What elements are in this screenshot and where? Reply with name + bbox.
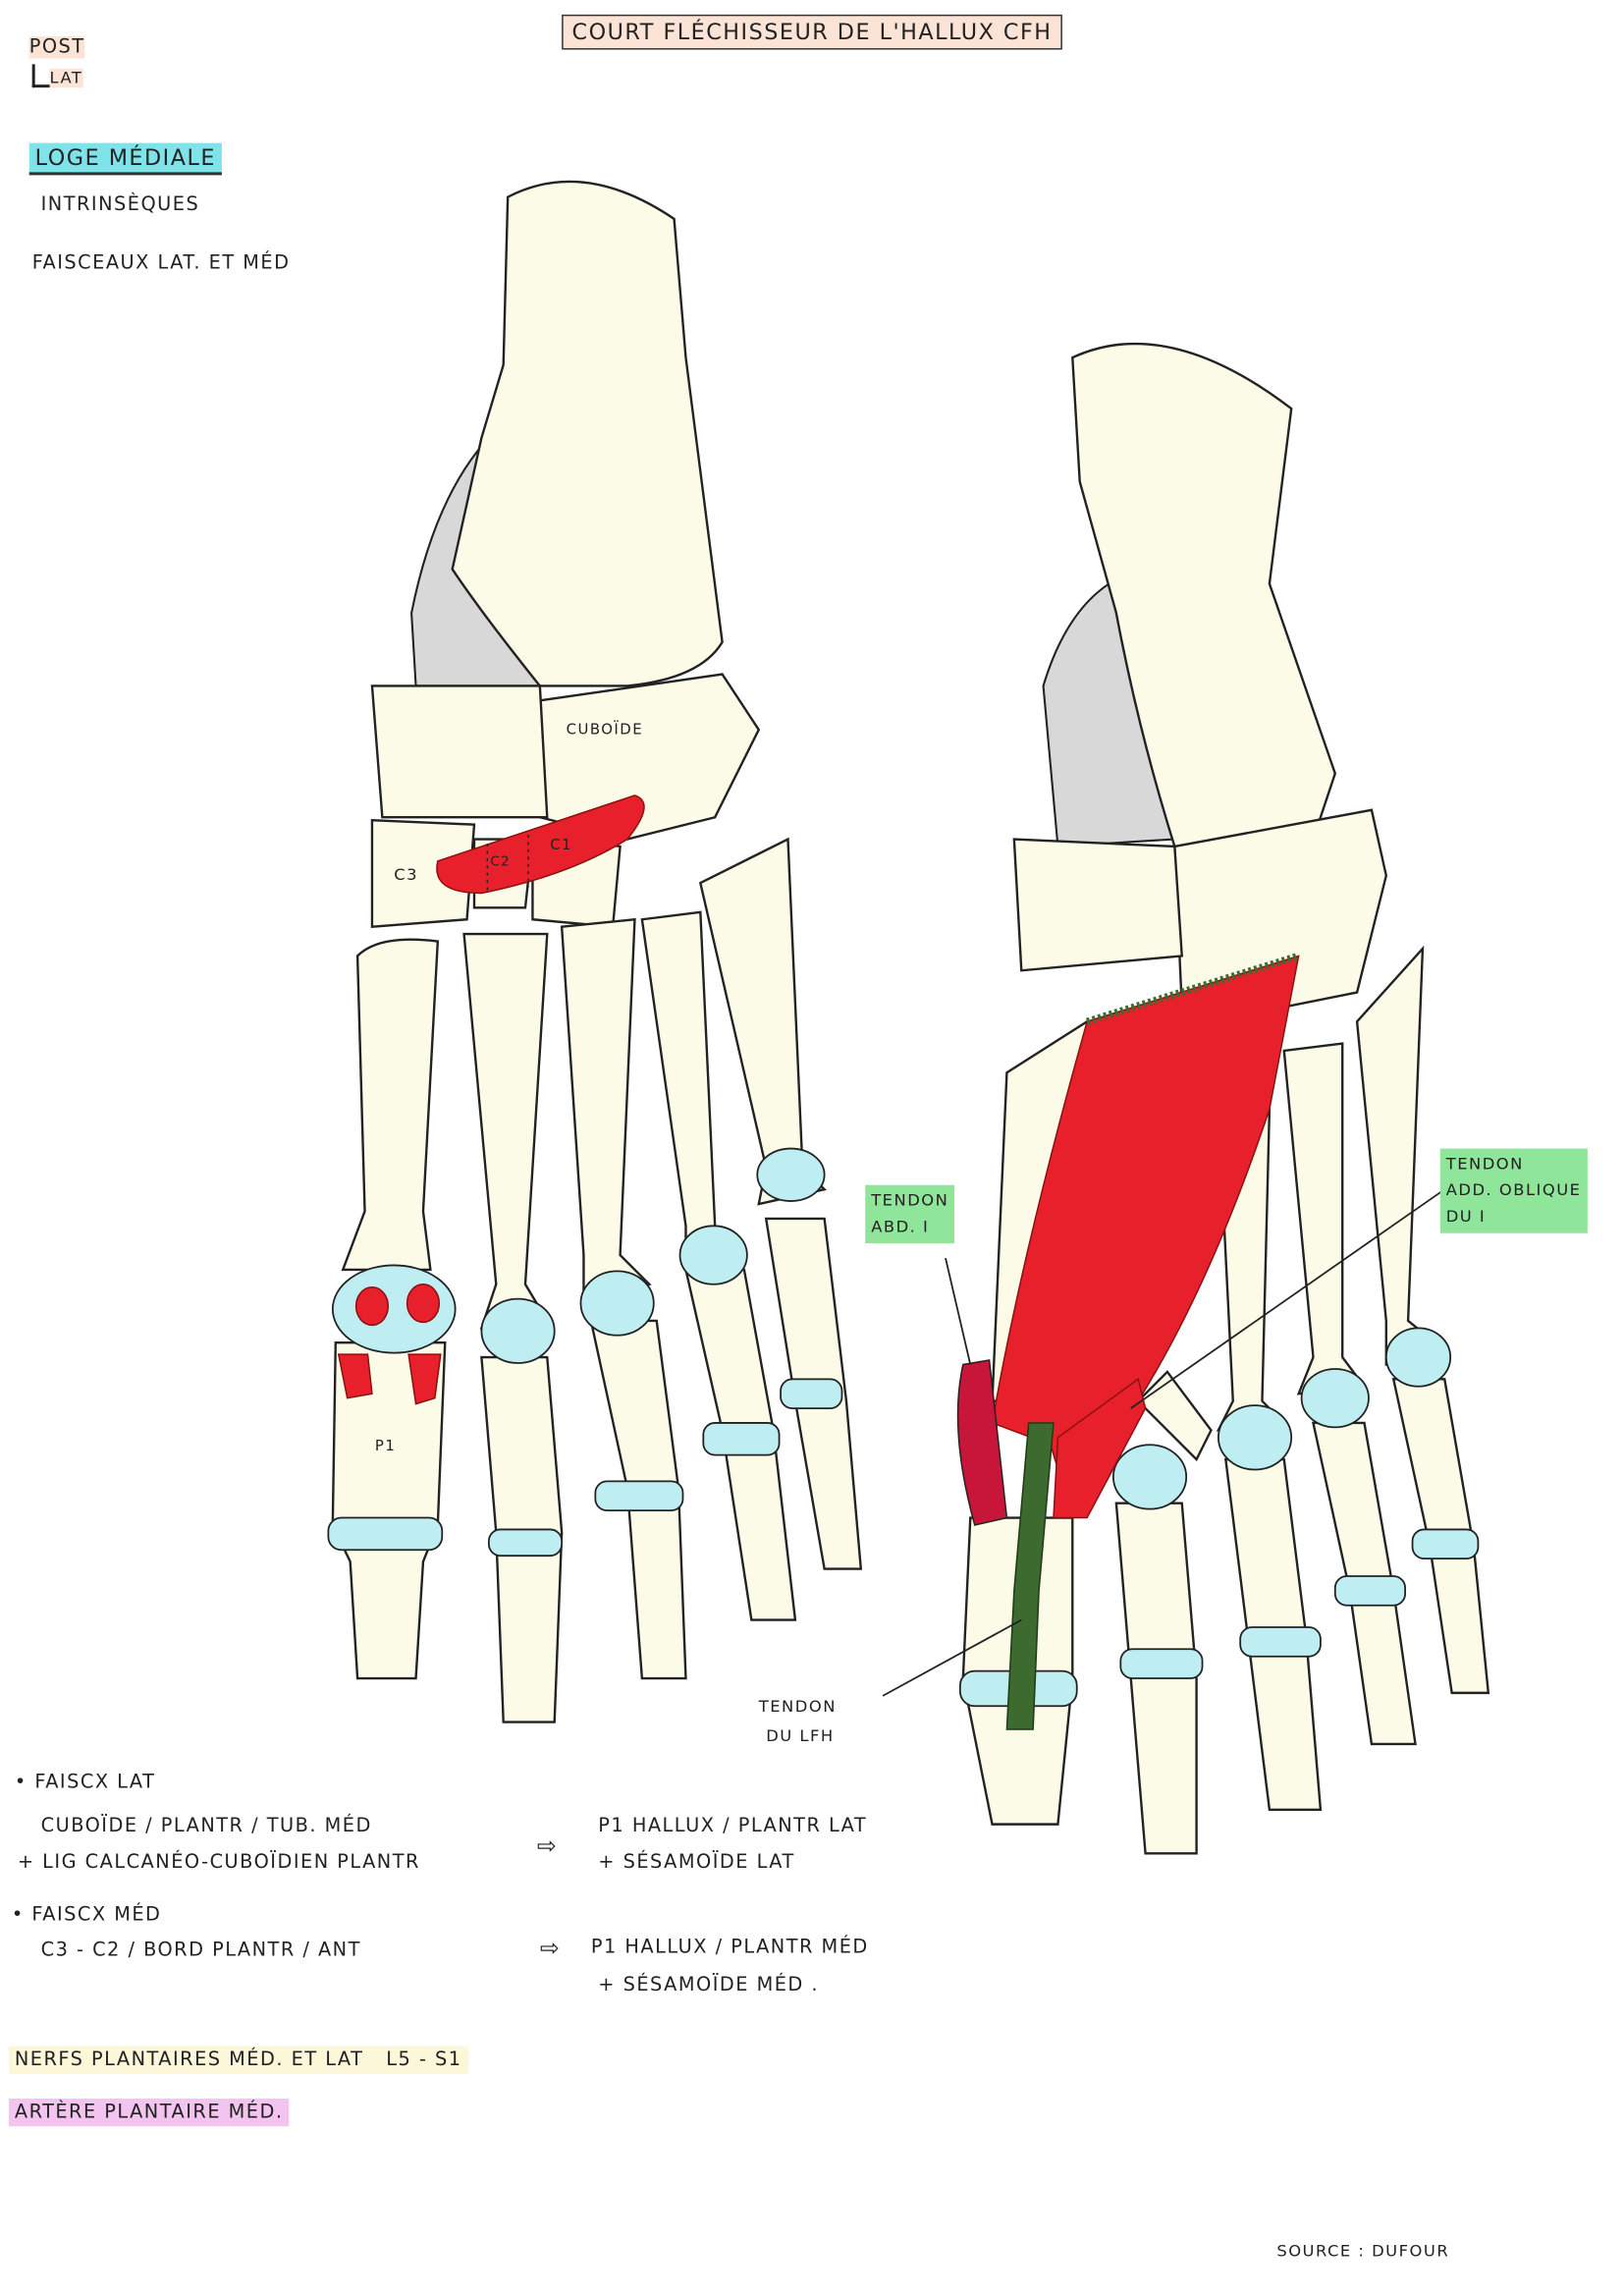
court-flechisseur-muscle bbox=[956, 952, 1300, 1730]
med-origin-1: C3 - C2 / BORD PLANTR / ANT bbox=[40, 1940, 361, 1962]
label-line: DU I bbox=[1445, 1207, 1487, 1227]
med-bundle-title-text: FAISCX MÉD bbox=[31, 1904, 162, 1927]
label-p1: P1 bbox=[374, 1439, 397, 1455]
left-foot-skeleton bbox=[327, 180, 863, 1723]
lat-terminal-2: + SÉSAMOÏDE LAT bbox=[598, 1851, 795, 1875]
orientation-axis-icon bbox=[31, 64, 50, 88]
label-line: TENDON bbox=[1445, 1154, 1524, 1174]
source-credit: SOURCE : DUFOUR bbox=[1276, 2241, 1450, 2261]
abductor-tendon bbox=[956, 1359, 1008, 1526]
adductor-tendon bbox=[1053, 1378, 1147, 1519]
med-terminal-2: + SÉSAMOÏDE MÉD . bbox=[598, 1974, 820, 1996]
orientation-post: POST bbox=[28, 36, 85, 59]
vascularisation: ARTÈRE PLANTAIRE MÉD. bbox=[8, 2099, 290, 2127]
left-cartilage bbox=[327, 1147, 843, 1558]
med-terminal-1: P1 HALLUX / PLANTR MÉD bbox=[590, 1937, 869, 1959]
navicular-right bbox=[1012, 838, 1184, 972]
label-tendon-add: TENDON ADD. OBLIQUE DU I bbox=[1439, 1148, 1588, 1233]
label-tendon-lfh: TENDON DU LFH bbox=[759, 1693, 837, 1751]
cuneiform-c3 bbox=[370, 818, 476, 928]
section-bundles: FAISCEAUX LAT. ET MÉD bbox=[31, 252, 291, 275]
label-line: ADD. OBLIQUE bbox=[1445, 1180, 1582, 1200]
left-sesamoids bbox=[337, 1284, 442, 1405]
label-tendon-abd: TENDON ABD. I bbox=[865, 1184, 955, 1244]
label-c3: C3 bbox=[394, 865, 419, 885]
orientation-lat: LAT bbox=[49, 68, 83, 88]
label-c1: C1 bbox=[550, 838, 573, 854]
lat-arrow-icon: ⇨ bbox=[536, 1831, 559, 1860]
lat-origin-2: + LIG CALCANÉO-CUBOÏDIEN PLANTR bbox=[17, 1851, 420, 1875]
right-foot-skeleton bbox=[882, 342, 1490, 1855]
cuboid bbox=[538, 673, 761, 841]
innervation: NERFS PLANTAIRES MÉD. ET LAT L5 - S1 bbox=[8, 2046, 468, 2074]
label-line: DU LFH bbox=[766, 1726, 835, 1746]
label-cuboid: CUBOÏDE bbox=[566, 722, 644, 738]
med-arrow-icon: ⇨ bbox=[539, 1934, 562, 1962]
section-heading: LOGE MÉDIALE bbox=[28, 142, 222, 176]
label-line: TENDON bbox=[871, 1190, 949, 1210]
section-subheading: INTRINSÈQUES bbox=[40, 193, 200, 216]
lat-bundle-title: • FAISCX LAT bbox=[14, 1772, 156, 1794]
leader-lines bbox=[882, 1188, 1445, 1697]
lat-terminal-1: P1 HALLUX / PLANTR LAT bbox=[598, 1815, 868, 1837]
left-muscle-origin bbox=[436, 794, 645, 895]
navicular bbox=[370, 684, 549, 819]
lat-bundle-title-text: FAISCX LAT bbox=[34, 1772, 156, 1794]
flexor-longus-tendon bbox=[1005, 1422, 1055, 1730]
page-title: COURT FLÉCHISSEUR DE L'HALLUX CFH bbox=[562, 14, 1062, 50]
med-bundle-title: • FAISCX MÉD bbox=[11, 1904, 162, 1927]
label-c2: C2 bbox=[490, 854, 512, 870]
label-line: ABD. I bbox=[871, 1217, 930, 1236]
calcaneus bbox=[451, 180, 724, 687]
label-line: TENDON bbox=[758, 1697, 837, 1717]
lat-origin-1: CUBOÏDE / PLANTR / TUB. MÉD bbox=[40, 1815, 372, 1837]
right-cartilage bbox=[958, 1327, 1480, 1708]
